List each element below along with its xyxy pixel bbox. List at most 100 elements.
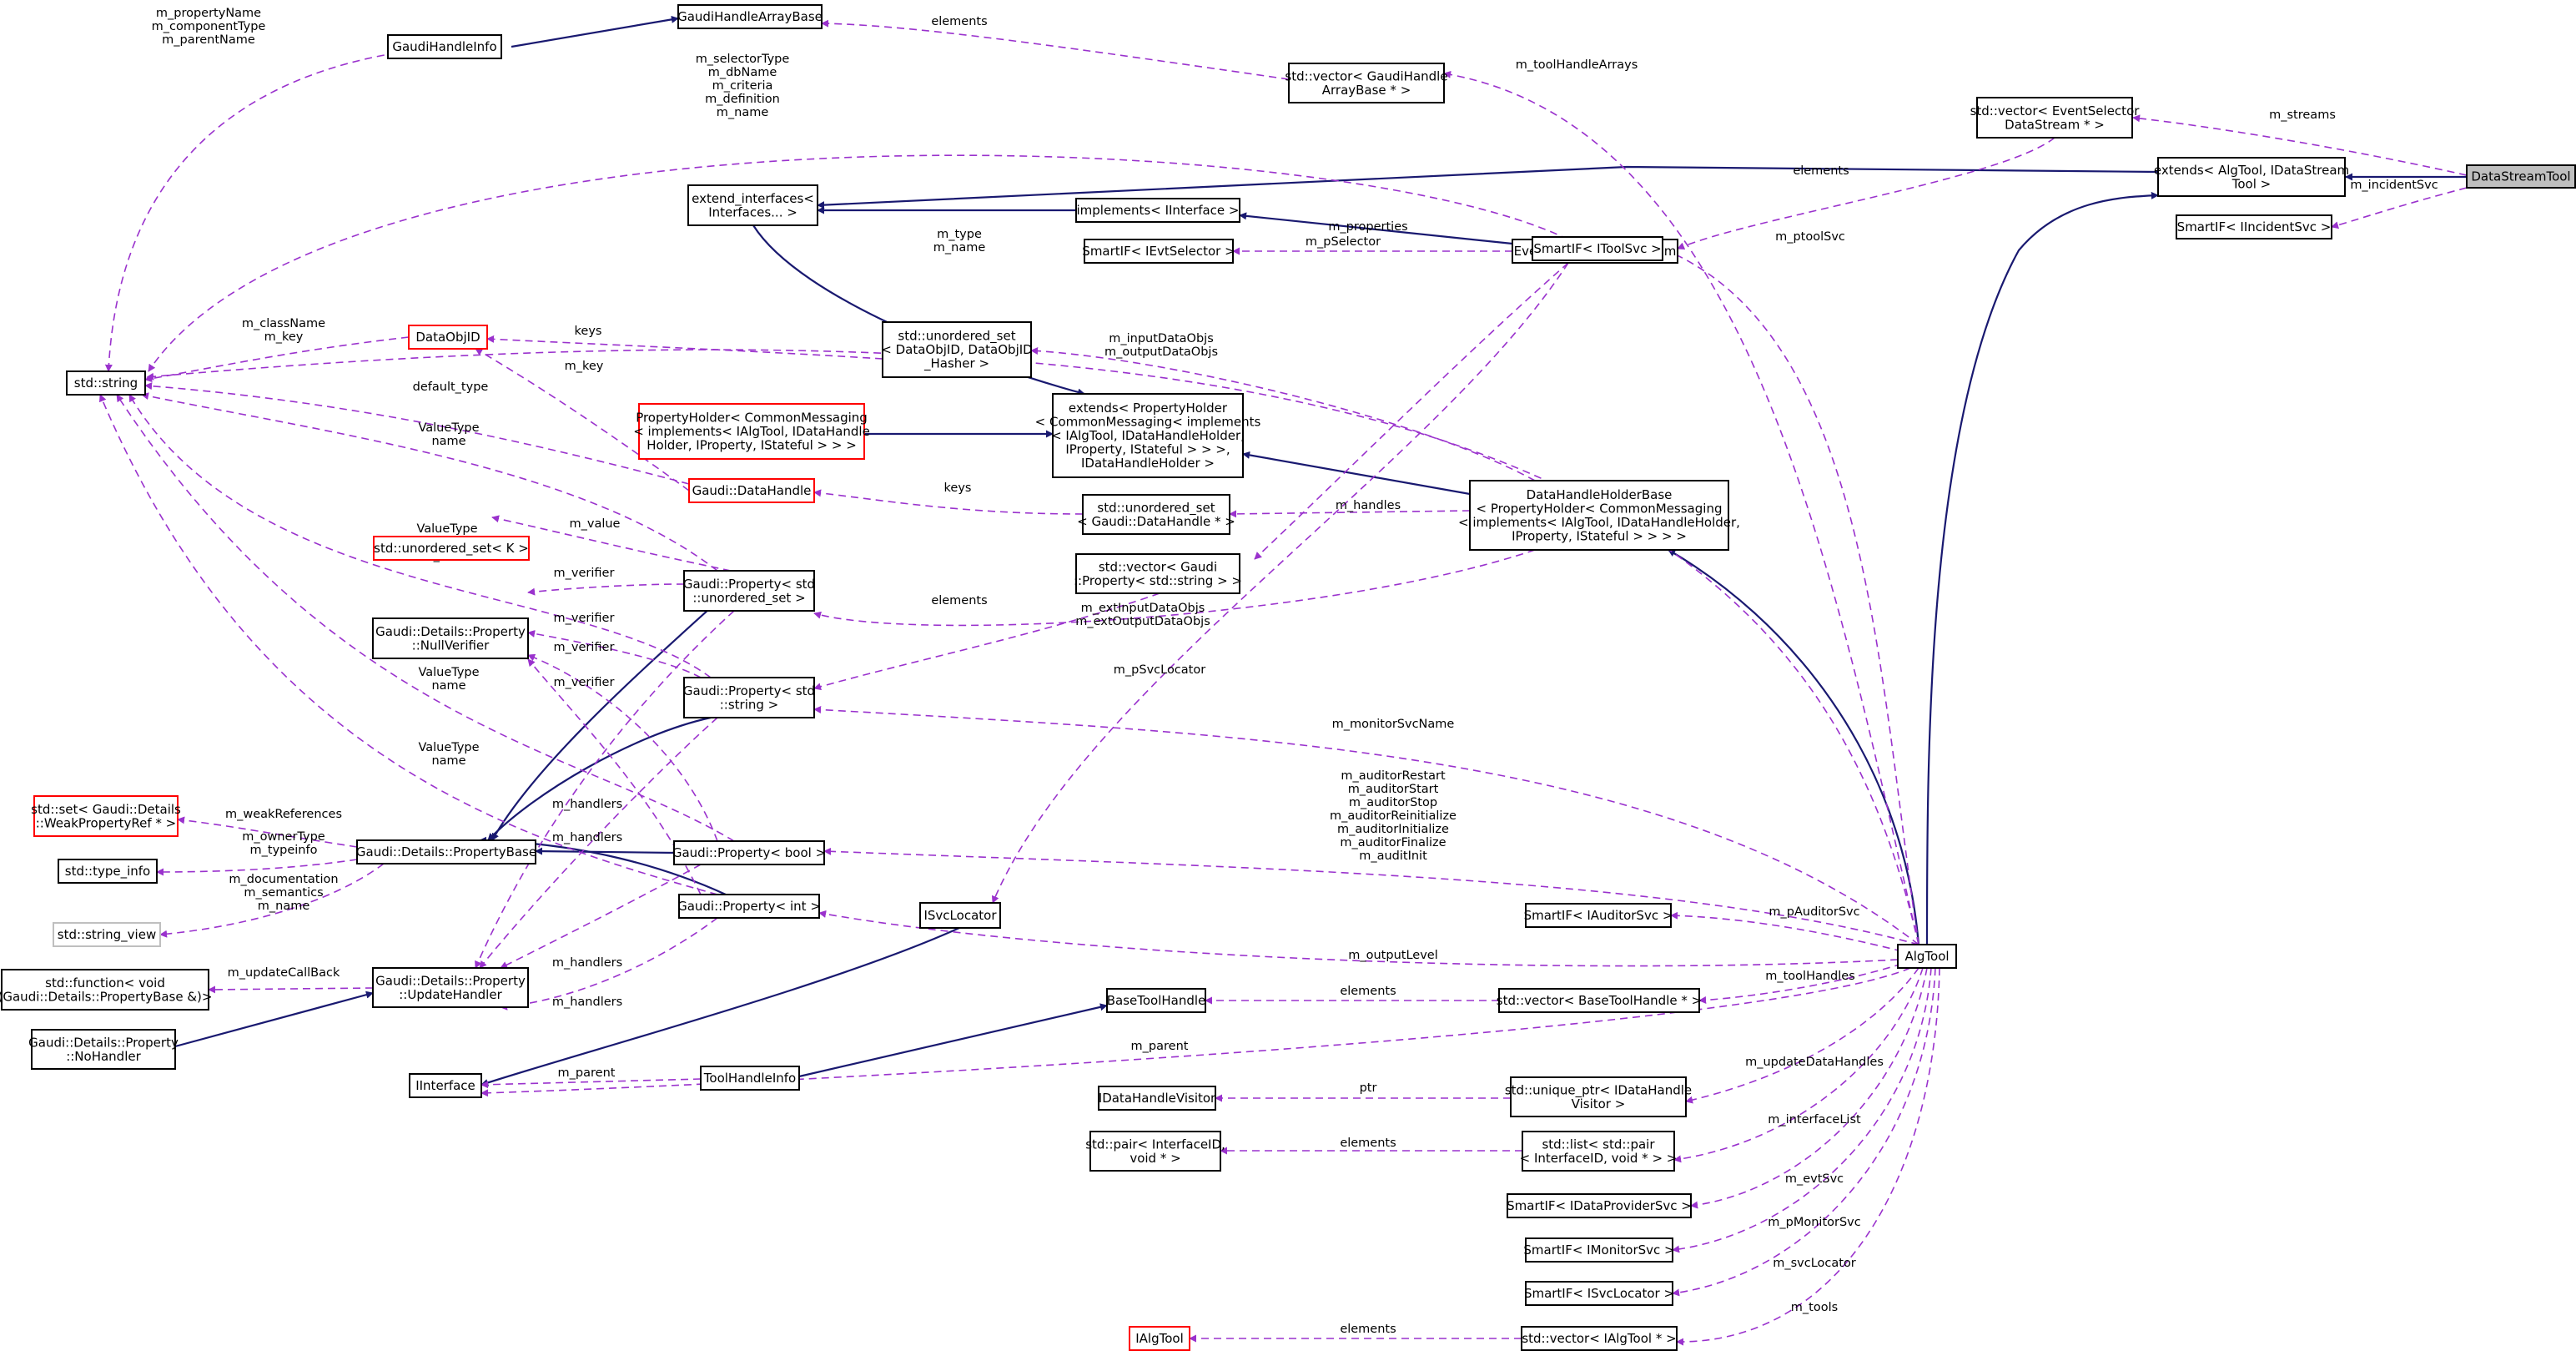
inheritance-edge-AlgTool-to-extends_AlgTool	[1925, 191, 2159, 945]
class-node-unordered_set_DataObjID[interactable]: std::unordered_set< DataObjID, DataObjID…	[881, 321, 1033, 378]
class-node-box	[1075, 198, 1240, 223]
class-node-ISvcLocator[interactable]: ISvcLocator	[919, 902, 1001, 929]
class-node-IAlgTool[interactable]: IAlgTool	[1129, 1326, 1190, 1351]
class-node-AlgTool[interactable]: AlgTool	[1897, 944, 1957, 969]
class-node-IInterface[interactable]: IInterface	[409, 1073, 482, 1098]
class-node-vector_BaseToolHandle[interactable]: std::vector< BaseToolHandle * >	[1497, 988, 1702, 1013]
usage-edge-AlgTool-to-Property_int	[818, 910, 1899, 967]
class-node-box	[373, 536, 530, 561]
class-node-Property_string[interactable]: Gaudi::Property< std::string >	[683, 677, 815, 718]
class-node-Property_unordered_set[interactable]: Gaudi::Property< std::unordered_set >	[683, 570, 815, 612]
inheritance-edge-NoHandler-to-UpdateHandler	[174, 990, 374, 1048]
class-node-NoHandler[interactable]: Gaudi::Details::Property::NoHandler	[28, 1029, 179, 1070]
class-node-Gaudi_DataHandle[interactable]: Gaudi::DataHandle	[688, 478, 815, 503]
class-node-type_info[interactable]: std::type_info	[58, 859, 158, 884]
class-node-string_view[interactable]: std::string_view	[53, 922, 161, 947]
class-node-label: std::unordered_set< K >	[374, 541, 529, 557]
usage-edge-Property_int-to-UpdateHandler	[500, 917, 718, 1011]
class-node-GaudiHandleArrayBase[interactable]: GaudiHandleArrayBase	[677, 4, 823, 29]
class-node-pair_InterfaceID[interactable]: std::pair< InterfaceID,void * >	[1085, 1131, 1225, 1172]
class-node-ToolHandleInfo[interactable]: ToolHandleInfo	[700, 1066, 800, 1091]
nodes-layer: DataStreamTool extends< AlgTool, IDataStr…	[0, 4, 2576, 1351]
class-node-vector_IAlgTool[interactable]: std::vector< IAlgTool * >	[1521, 1326, 1678, 1351]
class-node-implements_IInterface[interactable]: implements< IInterface >	[1075, 198, 1240, 223]
edge-label-vector_Property_string-to-Property_string: elements	[931, 594, 987, 607]
edge-label-AlgTool-to-SmartIF_IDataProviderSvc: m_evtSvc	[1785, 1172, 1844, 1186]
class-node-SmartIF_IMonitorSvc[interactable]: SmartIF< IMonitorSvc >	[1523, 1237, 1675, 1263]
inheritance-edge-PropertyBase-to-Property_bool	[535, 847, 675, 855]
usage-edge-unordered_set_DataHandle-to-Gaudi_DataHandle	[813, 489, 1084, 515]
class-node-PropertyBase[interactable]: Gaudi::Details::PropertyBase	[356, 839, 536, 864]
class-node-box	[1075, 553, 1240, 594]
class-node-label: std::type_info	[65, 864, 150, 880]
class-node-list_pair[interactable]: std::list< std::pair< InterfaceID, void …	[1520, 1131, 1678, 1172]
class-node-IDataHandleVisitor[interactable]: IDataHandleVisitor	[1098, 1086, 1216, 1111]
class-node-label: std::vector< BaseToolHandle * >	[1497, 993, 1702, 1008]
class-node-box	[1089, 1131, 1221, 1172]
class-node-DataHandleHolderBase[interactable]: DataHandleHolderBase< PropertyHolder< Co…	[1458, 480, 1740, 551]
class-node-vector_Property_string[interactable]: std::vector< Gaudi::Property< std::strin…	[1074, 553, 1242, 594]
class-node-SmartIF_IEvtSelector[interactable]: SmartIF< IEvtSelector >	[1082, 239, 1235, 264]
edge-label-AlgTool-to-SmartIF_IToolSvc: m_ptoolSvc	[1775, 230, 1845, 244]
class-node-label: extend_interfaces<Interfaces... >	[692, 191, 814, 220]
usage-edge-DataHandleHolderBase-to-unordered_set_DataHandle	[1229, 510, 1471, 518]
usage-edge-vector_GaudiHandleArrayBase-to-GaudiHandleArrayBase	[821, 19, 1290, 80]
class-node-box	[1084, 239, 1234, 264]
class-node-Property_bool[interactable]: Gaudi::Property< bool >	[672, 840, 826, 865]
class-node-label: GaudiHandleInfo	[392, 39, 496, 54]
edges-layer	[99, 15, 2468, 1346]
class-node-set_WeakPropertyRef[interactable]: std::set< Gaudi::Details::WeakPropertyRe…	[31, 795, 181, 837]
usage-edge-EventSelectorDataStream-to-std_string	[148, 154, 1569, 372]
class-node-SmartIF_IAuditorSvc[interactable]: SmartIF< IAuditorSvc >	[1524, 903, 1673, 928]
edge-label-Property_int-to-NullVerifier: m_verifier	[554, 676, 615, 689]
class-node-SmartIF_IIncidentSvc[interactable]: SmartIF< IIncidentSvc >	[2176, 214, 2332, 239]
class-node-SmartIF_IToolSvc[interactable]: SmartIF< IToolSvc >	[1532, 236, 1663, 261]
class-node-label: Gaudi::Details::Property::NullVerifier	[375, 624, 526, 653]
usage-edge-DataHandleHolderBase-to-unordered_set_DataObjID	[1030, 347, 1536, 481]
class-node-NullVerifier[interactable]: Gaudi::Details::Property::NullVerifier	[372, 617, 529, 659]
class-node-UpdateHandler[interactable]: Gaudi::Details::Property::UpdateHandler	[372, 967, 529, 1008]
class-node-label: std::vector< Gaudi::Property< std::strin…	[1074, 559, 1242, 588]
class-node-label: IAlgTool	[1135, 1331, 1184, 1346]
class-node-extends_PropertyHolder[interactable]: extends< PropertyHolder< CommonMessaging…	[1035, 393, 1261, 478]
class-node-extend_interfaces[interactable]: extend_interfaces<Interfaces... >	[687, 184, 818, 226]
class-node-unordered_set_DataHandle[interactable]: std::unordered_set< Gaudi::DataHandle * …	[1077, 494, 1235, 535]
class-node-SmartIF_ISvcLocator[interactable]: SmartIF< ISvcLocator >	[1524, 1281, 1674, 1306]
class-node-box	[408, 325, 488, 350]
class-node-std_string[interactable]: std::string	[66, 370, 146, 396]
class-node-std_function[interactable]: std::function< void(Gaudi::Details::Prop…	[0, 969, 212, 1011]
inheritance-edge-PropertyBase-to-Property_string	[487, 716, 712, 841]
inheritance-edge-extends_PropertyHolder-to-DataHandleHolderBase	[1242, 451, 1471, 496]
edge-label-AlgTool-to-list_pair: m_interfaceList	[1768, 1113, 1861, 1127]
class-node-label: std::unordered_set< DataObjID, DataObjID…	[881, 329, 1032, 372]
class-node-label: PropertyHolder< CommonMessaging< impleme…	[633, 411, 870, 453]
class-node-Property_int[interactable]: Gaudi::Property< int >	[677, 894, 821, 919]
edge-label-AlgTool-to-vector_BaseToolHandle: m_toolHandles	[1765, 970, 1855, 983]
usage-edge-EventSelectorDataStream-to-ISvcLocator	[991, 262, 1569, 904]
class-node-label: ToolHandleInfo	[703, 1071, 796, 1086]
class-node-box	[638, 403, 865, 460]
class-node-DataObjID[interactable]: DataObjID	[408, 325, 488, 350]
class-node-label: SmartIF< IEvtSelector >	[1082, 244, 1235, 259]
class-node-SmartIF_IDataProviderSvc[interactable]: SmartIF< IDataProviderSvc >	[1507, 1193, 1692, 1218]
edge-label-UpdateHandler-to-std_function: m_updateCallBack	[228, 966, 340, 980]
class-node-box	[882, 321, 1032, 378]
class-node-PropertyHolder[interactable]: PropertyHolder< CommonMessaging< impleme…	[633, 403, 870, 460]
class-node-label: Gaudi::Details::Property::NoHandler	[28, 1035, 179, 1064]
class-node-DataStreamTool[interactable]: DataStreamTool	[2466, 164, 2576, 189]
edge-label-DataStreamTool-to-SmartIF_IIncidentSvc: m_incidentSvc	[2350, 179, 2438, 192]
class-node-unordered_set_K[interactable]: std::unordered_set< K >	[373, 536, 530, 561]
class-node-box	[372, 617, 529, 659]
class-node-GaudiHandleInfo[interactable]: GaudiHandleInfo	[387, 34, 502, 59]
class-node-BaseToolHandle[interactable]: BaseToolHandle	[1106, 988, 1206, 1013]
